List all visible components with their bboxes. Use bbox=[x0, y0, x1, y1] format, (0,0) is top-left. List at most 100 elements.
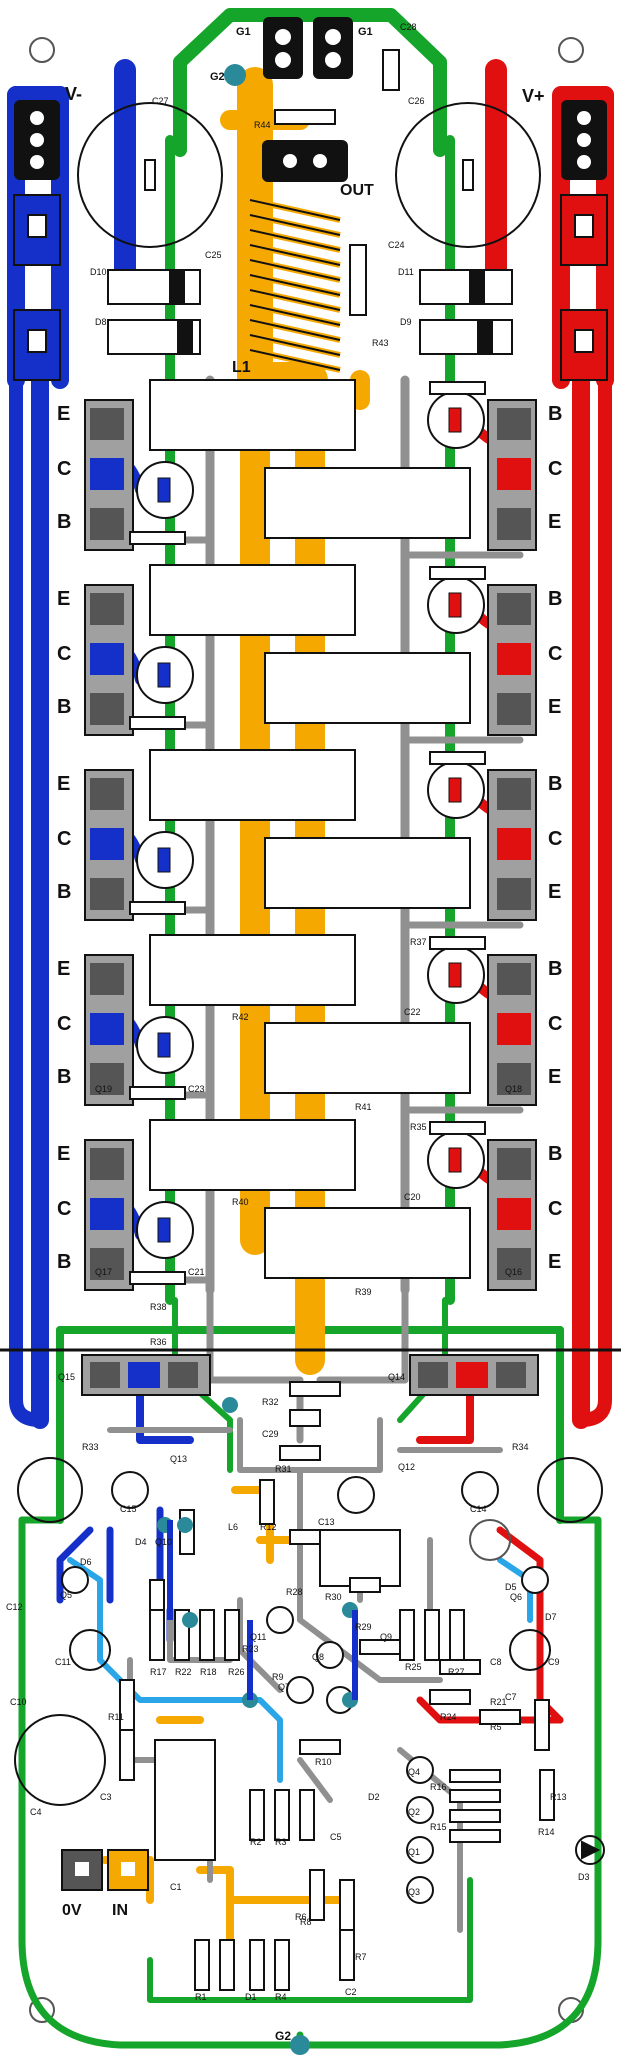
label-r35: R35 bbox=[410, 1122, 427, 1132]
label-q13: Q13 bbox=[170, 1454, 187, 1464]
label-r14: R14 bbox=[538, 1827, 555, 1837]
label-q11: Q11 bbox=[250, 1632, 266, 1642]
label-r10: R10 bbox=[315, 1757, 332, 1767]
small-transistor bbox=[406, 1796, 434, 1824]
label-c4: C4 bbox=[30, 1807, 42, 1817]
g1-connector-right bbox=[313, 17, 353, 79]
output-transistor-right-5 bbox=[427, 1131, 537, 1291]
label-q10: Q10 bbox=[155, 1537, 172, 1547]
label-d9: D9 bbox=[400, 317, 412, 327]
label-c8: C8 bbox=[490, 1657, 502, 1667]
label-g1-left: G1 bbox=[236, 26, 251, 38]
label-q15: Q15 bbox=[58, 1372, 75, 1382]
label-r34: R34 bbox=[512, 1442, 529, 1452]
led-d3 bbox=[575, 1835, 605, 1865]
base-resistor-right bbox=[429, 381, 486, 395]
pin-label-right: E bbox=[548, 696, 561, 718]
label-r1: R1 bbox=[195, 1992, 207, 2002]
label-r23: R23 bbox=[242, 1644, 259, 1654]
label-c13: C13 bbox=[318, 1517, 335, 1527]
label-c11: C11 bbox=[55, 1657, 71, 1667]
output-transistor-right-1 bbox=[427, 391, 537, 551]
output-transistor-left-2 bbox=[84, 584, 194, 736]
label-r39: R39 bbox=[355, 1287, 372, 1297]
label-c29: C29 bbox=[262, 1429, 279, 1439]
label-r8: R8 bbox=[300, 1917, 312, 1927]
label-c14: C14 bbox=[470, 1504, 487, 1514]
out-connector bbox=[262, 140, 348, 182]
pin-label-right: C bbox=[548, 828, 562, 850]
output-transistor-right-3 bbox=[427, 761, 537, 921]
capacitor-c26 bbox=[395, 102, 541, 248]
small-transistor-array bbox=[61, 1566, 549, 1904]
emitter-resistor-left-4 bbox=[149, 934, 356, 1006]
pin-label-left: E bbox=[57, 958, 70, 980]
pin-label-right: C bbox=[548, 1198, 562, 1220]
pin-label-right: C bbox=[548, 643, 562, 665]
label-q1: Q1 bbox=[408, 1847, 420, 1857]
label-d6: D6 bbox=[80, 1557, 92, 1567]
label-l1: L1 bbox=[232, 359, 251, 376]
label-r43: R43 bbox=[372, 338, 389, 348]
label-v-minus: V- bbox=[65, 84, 82, 104]
pin-label-right: E bbox=[548, 1251, 561, 1273]
emitter-resistor-right-4 bbox=[264, 1022, 471, 1094]
label-c23: C23 bbox=[188, 1084, 205, 1094]
label-r15: R15 bbox=[430, 1822, 447, 1832]
label-d7: D7 bbox=[545, 1612, 557, 1622]
output-transistor-left-5 bbox=[84, 1139, 194, 1291]
lower-caps bbox=[14, 1457, 603, 1806]
emitter-resistor-right-1 bbox=[264, 467, 471, 539]
pin-label-left: B bbox=[57, 1251, 71, 1273]
label-q6: Q6 bbox=[510, 1592, 522, 1602]
label-q3: Q3 bbox=[408, 1887, 420, 1897]
transistor-q14 bbox=[409, 1354, 539, 1396]
emitter-resistor-right-2 bbox=[264, 652, 471, 724]
pin-label-right: B bbox=[548, 773, 562, 795]
pin-label-left: C bbox=[57, 1013, 71, 1035]
label-q5: Q5 bbox=[60, 1590, 72, 1600]
label-r21: R21 bbox=[490, 1697, 507, 1707]
label-r18: R18 bbox=[200, 1667, 217, 1677]
label-r31: R31 bbox=[275, 1464, 292, 1474]
label-r24: R24 bbox=[440, 1712, 457, 1722]
label-c15: C15 bbox=[120, 1504, 137, 1514]
small-transistor bbox=[406, 1756, 434, 1784]
base-resistor-left bbox=[129, 1086, 186, 1100]
emitter-resistor-left-2 bbox=[149, 564, 356, 636]
pin-label-right: E bbox=[548, 1066, 561, 1088]
diodes-right bbox=[419, 269, 513, 355]
label-r30: R30 bbox=[325, 1592, 342, 1602]
base-resistor-left bbox=[129, 1271, 186, 1285]
resistor-r43 bbox=[349, 244, 367, 316]
label-r40: R40 bbox=[232, 1197, 249, 1207]
emitter-resistor-left-3 bbox=[149, 749, 356, 821]
pin-label-right: B bbox=[548, 1143, 562, 1165]
base-resistor-right bbox=[429, 566, 486, 580]
label-d2: D2 bbox=[368, 1792, 380, 1802]
pin-label-right: C bbox=[548, 458, 562, 480]
capacitor-c27 bbox=[77, 102, 223, 248]
label-d4: D4 bbox=[135, 1537, 147, 1547]
label-d8: D8 bbox=[95, 317, 107, 327]
emitter-resistor-left-1 bbox=[149, 379, 356, 451]
label-q14: Q14 bbox=[388, 1372, 405, 1382]
pin-label-left: C bbox=[57, 1198, 71, 1220]
label-q2: Q2 bbox=[408, 1807, 420, 1817]
small-components bbox=[119, 1381, 555, 1991]
label-c20: C20 bbox=[404, 1192, 421, 1202]
label-q7: Q7 bbox=[278, 1682, 290, 1692]
pin-label-right: B bbox=[548, 403, 562, 425]
label-c5: C5 bbox=[330, 1832, 342, 1842]
label-r4: R4 bbox=[275, 1992, 287, 2002]
base-resistor-right bbox=[429, 751, 486, 765]
label-0v: 0V bbox=[62, 1902, 82, 1919]
pin-label-left: C bbox=[57, 643, 71, 665]
pin-label-left: E bbox=[57, 588, 70, 610]
pin-label-left: E bbox=[57, 403, 70, 425]
g1-connector-left bbox=[263, 17, 303, 79]
base-resistor-left bbox=[129, 531, 186, 545]
label-c1: C1 bbox=[170, 1882, 182, 1892]
pin-label-left: C bbox=[57, 828, 71, 850]
